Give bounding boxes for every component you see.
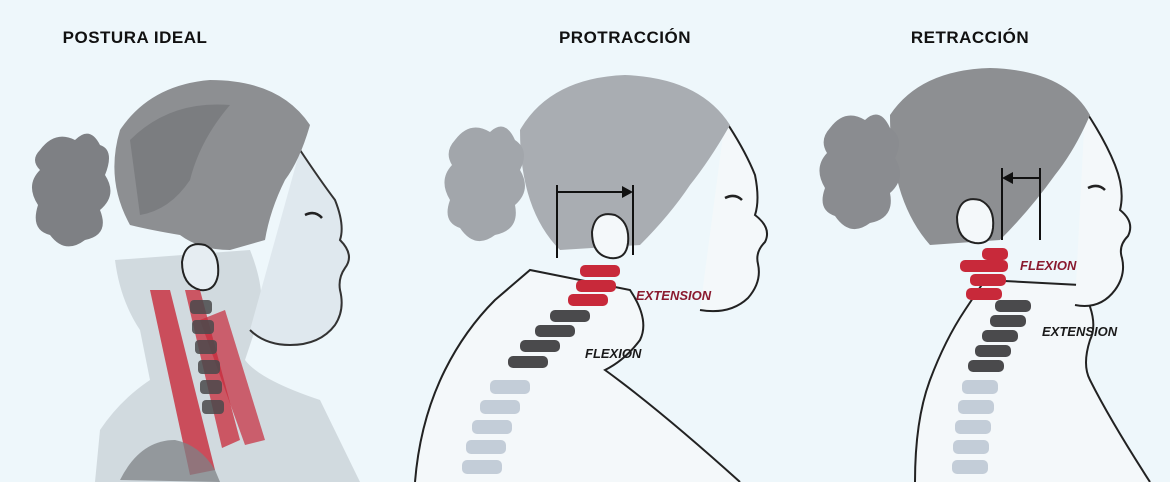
face-profile xyxy=(1075,110,1130,306)
hair-bun xyxy=(819,115,900,230)
panel-protraccion: PROTRACCIÓN xyxy=(400,0,790,482)
ear xyxy=(592,214,628,258)
label-flexion: FLEXION xyxy=(1020,258,1077,273)
protraction-figure: EXTENSION FLEXION xyxy=(400,0,790,482)
label-extension: EXTENSION xyxy=(1042,324,1118,339)
retraction-figure: FLEXION EXTENSION xyxy=(790,0,1170,482)
ear xyxy=(182,244,218,290)
label-extension: EXTENSION xyxy=(636,288,712,303)
hair-bun xyxy=(32,134,110,247)
ideal-posture-figure xyxy=(0,0,400,482)
panel-postura-ideal: POSTURA IDEAL xyxy=(0,0,400,482)
upper-cervical-flexion xyxy=(960,248,1008,300)
label-flexion: FLEXION xyxy=(585,346,642,361)
ear xyxy=(957,199,993,243)
panel-retraccion: RETRACCIÓN xyxy=(790,0,1170,482)
hair-bun xyxy=(444,127,525,242)
body-outline xyxy=(915,280,1150,482)
